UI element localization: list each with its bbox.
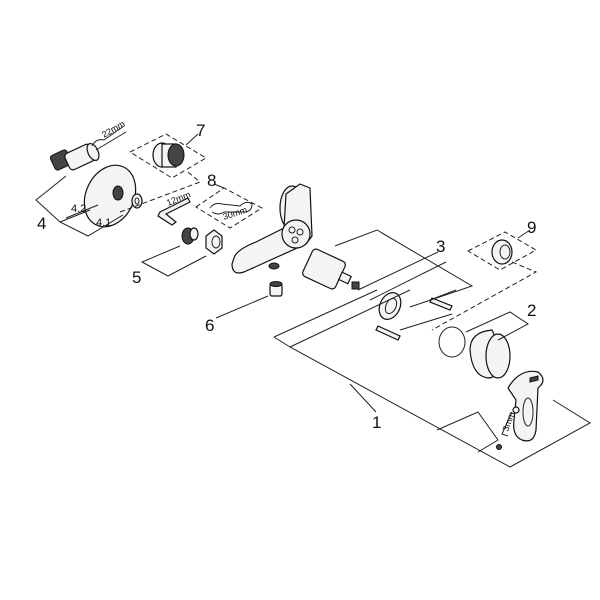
mixer-body xyxy=(231,183,313,274)
callout-8: 8 xyxy=(207,171,216,190)
part-5-adapter xyxy=(181,227,223,255)
callout-6: 6 xyxy=(205,316,214,335)
part-3-cartridge xyxy=(302,248,453,341)
callout-1: 1 xyxy=(372,413,381,432)
part-9-box xyxy=(431,229,538,331)
callout-4: 4 xyxy=(37,214,46,233)
part-4-eccentric-connector xyxy=(49,142,100,171)
callout-4-2: 4.2 xyxy=(71,203,86,215)
wrench-22mm-icon: 22mm xyxy=(91,119,127,151)
callout-4-1: 4.1 xyxy=(96,217,111,229)
part-6-aerator xyxy=(269,281,283,297)
callout-7: 7 xyxy=(196,121,205,140)
callout-9: 9 xyxy=(527,218,536,237)
lever-handle xyxy=(507,370,544,442)
part-8-wrench-box: 30mm xyxy=(195,183,264,229)
part-2-oring-and-cap xyxy=(438,326,511,379)
wrench-22mm-label: 22mm xyxy=(100,119,127,140)
callout-3: 3 xyxy=(436,237,445,256)
callout-5: 5 xyxy=(132,268,141,287)
callout-2: 2 xyxy=(527,301,536,320)
part-7-check-valve-box xyxy=(119,133,207,213)
hex-key-12mm-icon: 12mm xyxy=(157,189,192,226)
